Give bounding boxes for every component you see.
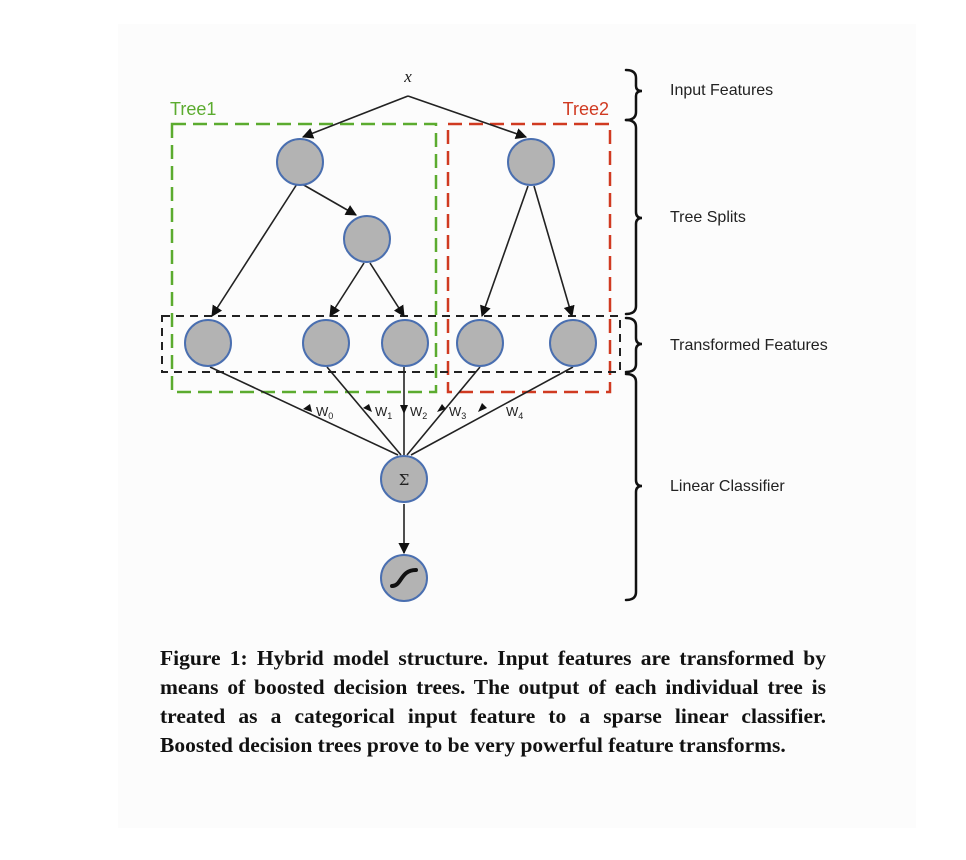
tree1-root-node bbox=[276, 138, 324, 186]
model-diagram: x Tree1 Tree2 W0 W1 W2 W3 W4 bbox=[161, 67, 828, 602]
sigmoid-icon bbox=[390, 568, 418, 588]
transformed-features-box bbox=[161, 315, 621, 373]
leaf-node-2 bbox=[302, 319, 350, 367]
weight-w3: W3 bbox=[449, 404, 466, 421]
layer-label-transformed-features: Transformed Features bbox=[670, 337, 828, 354]
leaf-node-3 bbox=[381, 319, 429, 367]
brace-input-features bbox=[624, 68, 643, 122]
edges bbox=[209, 95, 575, 555]
leaf-node-1 bbox=[184, 319, 232, 367]
brace-transformed-features bbox=[624, 316, 643, 374]
tree2-root-node bbox=[507, 138, 555, 186]
sum-node bbox=[380, 455, 428, 503]
layer-label-input-features: Input Features bbox=[670, 82, 773, 99]
layer-braces bbox=[624, 68, 643, 602]
nodes bbox=[184, 138, 597, 602]
tree2-label: Tree2 bbox=[563, 99, 609, 119]
tree1-label: Tree1 bbox=[170, 99, 216, 119]
leaf-node-5 bbox=[549, 319, 597, 367]
leaf-node-4 bbox=[456, 319, 504, 367]
tree1-split-node bbox=[343, 215, 391, 263]
weight-w0: W0 bbox=[316, 404, 333, 421]
figure-caption: Figure 1: Hybrid model structure. Input … bbox=[160, 646, 826, 757]
brace-linear-classifier bbox=[624, 372, 643, 602]
weight-arrowheads bbox=[303, 403, 487, 414]
weight-w1: W1 bbox=[375, 404, 392, 421]
weight-w4: W4 bbox=[506, 404, 523, 421]
weight-w2: W2 bbox=[410, 404, 427, 421]
layer-label-linear-classifier: Linear Classifier bbox=[670, 478, 785, 495]
layer-label-tree-splits: Tree Splits bbox=[670, 209, 746, 226]
brace-tree-splits bbox=[624, 118, 643, 316]
input-label: x bbox=[403, 67, 412, 86]
tree1-box bbox=[170, 122, 438, 394]
sum-symbol: Σ bbox=[399, 471, 410, 489]
tree2-box bbox=[446, 122, 612, 394]
